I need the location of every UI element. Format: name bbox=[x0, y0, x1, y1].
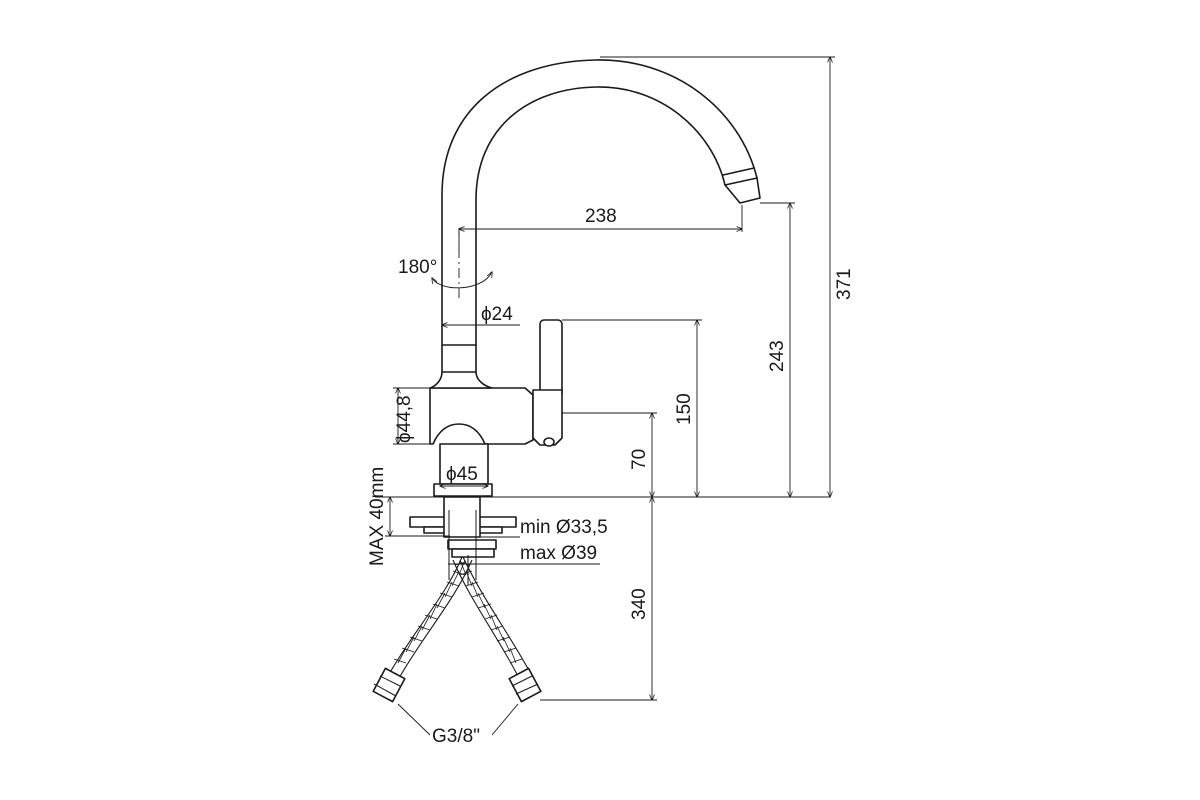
spout-aerator-ring bbox=[722, 167, 755, 176]
dim-150: 150 bbox=[674, 393, 695, 425]
dim-diameter-24: ϕ24 bbox=[481, 304, 513, 325]
lever-cap bbox=[543, 437, 555, 447]
dim-371: 371 bbox=[834, 268, 855, 300]
body-collar bbox=[429, 371, 493, 389]
dim-thread-g3-8: G3/8" bbox=[432, 726, 480, 747]
dim-70: 70 bbox=[629, 449, 650, 470]
dim-hole-max: max Ø39 bbox=[520, 543, 597, 564]
fitting-right bbox=[508, 667, 542, 703]
lever-cartridge bbox=[532, 389, 563, 446]
spout-outer-edge bbox=[441, 59, 758, 373]
hose-left bbox=[397, 559, 473, 681]
dim-hole-min: min Ø33,5 bbox=[520, 517, 608, 538]
dim-diameter-44-8: ϕ44,8 bbox=[394, 395, 415, 443]
dim-238: 238 bbox=[585, 206, 617, 227]
dim-243: 243 bbox=[767, 340, 788, 372]
mixer-body bbox=[429, 319, 563, 497]
rotation-indicator: 180° bbox=[398, 228, 492, 300]
dim-max-40mm: MAX 40mm bbox=[367, 467, 388, 566]
fixing-nut-lower bbox=[451, 548, 495, 558]
rotation-arc bbox=[432, 272, 492, 289]
spout bbox=[441, 59, 761, 373]
fitting-left bbox=[372, 667, 406, 703]
dimensions: 371 243 238 150 70 340 ϕ24 ϕ44,8 ϕ4 bbox=[367, 57, 855, 747]
body-cylinder bbox=[429, 387, 534, 445]
spout-aerator bbox=[724, 177, 761, 204]
lever-handle bbox=[539, 319, 563, 399]
mounting-hardware bbox=[375, 496, 830, 585]
spout-inner-edge bbox=[475, 86, 726, 373]
flexible-hoses bbox=[372, 556, 542, 703]
dim-340: 340 bbox=[629, 588, 650, 620]
fixing-nut bbox=[447, 539, 497, 550]
rotation-label: 180° bbox=[398, 257, 437, 278]
dim-diameter-45: ϕ45 bbox=[446, 464, 478, 485]
